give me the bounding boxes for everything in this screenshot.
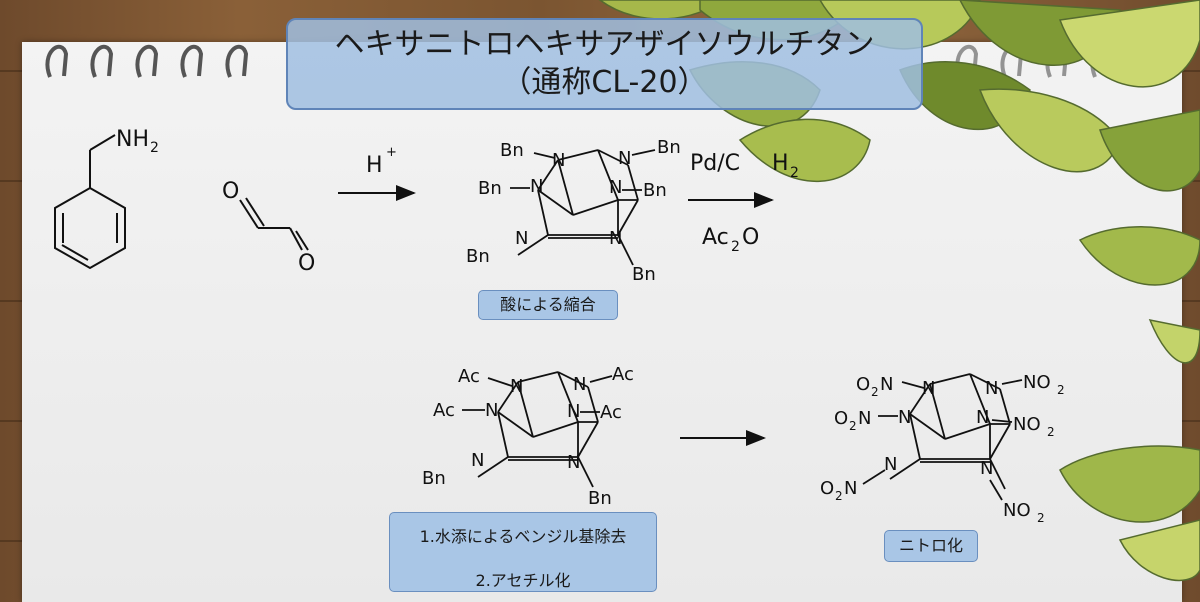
deprotection-acetylation-label: 1.水添によるベンジル基除去 2.アセチル化 xyxy=(389,512,657,592)
cage2-ac: Ac xyxy=(600,402,622,423)
glyoxal-oxygen-1: O xyxy=(222,179,239,204)
cage2-n: N xyxy=(510,376,523,397)
cl20-n: N xyxy=(976,407,989,428)
condensation-label: 酸による縮合 xyxy=(478,290,618,320)
cl20-no2: NO xyxy=(1003,500,1031,521)
nitration-label: ニトロ化 xyxy=(884,530,978,562)
acetic-anhydride-subscript: 2 xyxy=(731,239,740,255)
benzylamine-nh-subscript: 2 xyxy=(150,140,159,156)
acid-catalyst: H xyxy=(366,153,383,178)
cl20-n: N xyxy=(922,378,935,399)
step2-line-2: 2.アセチル化 xyxy=(475,571,571,590)
cl20-o2n-n: N xyxy=(844,478,857,499)
cl20-o2n-n: N xyxy=(880,374,893,395)
acetic-anhydride: Ac xyxy=(702,225,729,250)
cl20-o2n: O xyxy=(820,478,834,499)
cl20-o2n: O xyxy=(856,374,870,395)
cage2-n: N xyxy=(485,400,498,421)
cl20-n: N xyxy=(985,378,998,399)
cage1-n: N xyxy=(515,228,528,249)
cl20-o2n: O xyxy=(834,408,848,429)
cl20-no2-subscript: 2 xyxy=(1037,511,1045,525)
cage1-bn: Bn xyxy=(500,140,524,161)
glyoxal-structure xyxy=(239,197,309,251)
title-line-1: ヘキサニトロヘキサアザイソウルチタン xyxy=(334,27,875,62)
cage2-bn: Bn xyxy=(422,468,446,489)
acid-catalyst-charge: + xyxy=(386,145,397,160)
benzylamine-nh: NH xyxy=(116,127,149,152)
cl20-no2-subscript: 2 xyxy=(1047,425,1055,439)
cage2-ac: Ac xyxy=(458,366,480,387)
cage1-bn: Bn xyxy=(478,178,502,199)
title-line-2: （通称CL-20） xyxy=(501,65,708,100)
cl20-cage: N N N N N N O 2 N O 2 N O 2 N NO 2 NO 2 … xyxy=(820,372,1065,525)
cage2-n: N xyxy=(471,450,484,471)
cage1-n: N xyxy=(552,150,565,171)
cage2-ac: Ac xyxy=(433,400,455,421)
step2-line-1: 1.水添によるベンジル基除去 xyxy=(419,527,627,546)
cl20-n: N xyxy=(898,407,911,428)
cl20-n: N xyxy=(884,454,897,475)
tetraacetyl-dibenzyl-cage: N N N N N N Ac Ac Ac Ac Bn Bn xyxy=(422,364,634,509)
hexabenzyl-cage: N N N N N N Bn Bn Bn Bn Bn Bn xyxy=(466,137,681,285)
cage1-n: N xyxy=(618,148,631,169)
cl20-no2-subscript: 2 xyxy=(1057,383,1065,397)
cl20-o2n-subscript: 2 xyxy=(835,489,843,503)
cl20-no2: NO xyxy=(1013,414,1041,435)
cl20-no2: NO xyxy=(1023,372,1051,393)
cl20-o2n-n: N xyxy=(858,408,871,429)
cage2-bn: Bn xyxy=(588,488,612,509)
cage1-n: N xyxy=(609,177,622,198)
notebook-paper xyxy=(22,42,1182,602)
cl20-n: N xyxy=(980,458,993,479)
cage1-bn: Bn xyxy=(466,246,490,267)
cage2-ac: Ac xyxy=(612,364,634,385)
cage1-bn: Bn xyxy=(632,264,656,285)
acetic-anhydride-oxygen: O xyxy=(742,225,759,250)
cage1-bn: Bn xyxy=(657,137,681,158)
cage2-n: N xyxy=(567,401,580,422)
benzylamine-structure xyxy=(54,134,126,270)
cage1-bn: Bn xyxy=(643,180,667,201)
cage1-n: N xyxy=(609,228,622,249)
hydrogen-gas: H xyxy=(772,151,789,176)
title-banner: ヘキサニトロヘキサアザイソウルチタン （通称CL-20） xyxy=(286,18,923,110)
glyoxal-oxygen-2: O xyxy=(298,251,315,276)
cl20-o2n-subscript: 2 xyxy=(871,385,879,399)
cage2-n: N xyxy=(573,374,586,395)
hydrogen-gas-subscript: 2 xyxy=(790,165,799,181)
pd-c-catalyst: Pd/C xyxy=(690,151,740,176)
cage1-n: N xyxy=(530,176,543,197)
cl20-o2n-subscript: 2 xyxy=(849,419,857,433)
cage2-n: N xyxy=(567,452,580,473)
